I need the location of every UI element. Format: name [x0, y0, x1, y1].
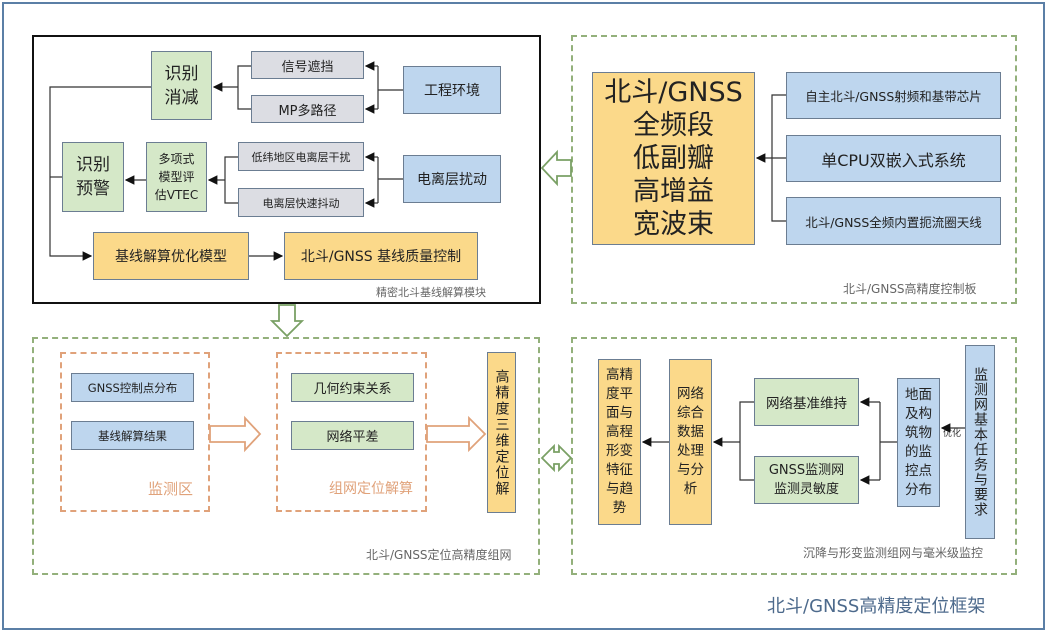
antenna-spec-line3: 低副瓣 — [633, 143, 714, 174]
arrow-monitor-to-solution-icon — [209, 415, 262, 453]
baseline-qc-label: 北斗/GNSS 基线质量控制 — [300, 249, 462, 265]
analysis-line1: 网络 — [677, 386, 704, 402]
sensitivity-line2: 监测灵敏度 — [773, 482, 839, 497]
connector-iono-trunk — [377, 157, 403, 203]
identify-warn-line1: 识别 — [76, 155, 110, 175]
result-3d-label: 高精度三维定位解 — [493, 368, 510, 497]
baseline-module-caption: 精密北斗基线解算模块 — [376, 286, 486, 299]
connector-board-trunk — [757, 94, 786, 222]
identify-reduce-box: 识别 消减 — [151, 51, 212, 120]
trend-box: 高精度平面与高程形变特征与趋势 — [598, 359, 641, 525]
result-3d-box: 高精度三维定位解 — [487, 352, 516, 513]
multipath-box: MP多路径 — [251, 95, 364, 123]
connector-merge-1 — [214, 65, 251, 110]
points-line2: 及构 — [905, 405, 932, 422]
engineering-env-box: 工程环境 — [403, 66, 501, 114]
monitor-area-group — [60, 352, 210, 512]
iono-disturb-label: 电离层扰动 — [417, 172, 487, 188]
connector-env-trunk — [377, 66, 403, 109]
connector-points-trunk — [879, 402, 897, 480]
antenna-label: 北斗/GNSS全频内置扼流圈天线 — [805, 214, 982, 230]
analysis-line2: 综合 — [677, 405, 704, 421]
low-lat-iono-box: 低纬地区电离层干扰 — [238, 142, 364, 171]
panel-network — [32, 337, 540, 575]
geometry-label: 几何约束关系 — [313, 382, 392, 397]
points-line4: 的监 — [905, 443, 932, 460]
points-line3: 筑物 — [905, 424, 932, 441]
analysis-line5: 与分 — [677, 462, 704, 478]
analysis-line3: 数据 — [677, 424, 704, 440]
poly-model-line3: 估VTEC — [154, 188, 199, 202]
poly-model-line1: 多项式 — [158, 152, 195, 166]
baseline-result-box: 基线解算结果 — [71, 421, 194, 450]
arrow-bidirectional-icon — [540, 443, 573, 473]
signal-block-label: 信号遮挡 — [281, 59, 334, 75]
chip-label: 自主北斗/GNSS射频和基带芯片 — [805, 89, 982, 104]
datum-box: 网络基准维持 — [754, 378, 859, 426]
sensitivity-box: GNSS监测网 监测灵敏度 — [754, 456, 859, 504]
network-solution-group — [276, 352, 427, 512]
points-line6: 分布 — [905, 481, 932, 498]
arrow-baseline-to-network-icon — [269, 304, 305, 338]
trend-label: 高精度平面与高程形变特征与趋势 — [606, 367, 633, 516]
geometry-box: 几何约束关系 — [291, 373, 414, 402]
monitoring-caption: 沉降与形变监测组网与毫米级监控 — [803, 546, 984, 560]
low-lat-iono-label: 低纬地区电离层干扰 — [251, 150, 351, 164]
sensitivity-line1: GNSS监测网 — [768, 463, 845, 478]
monitor-area-caption: 监测区 — [148, 480, 194, 498]
connector-merge-2 — [209, 156, 238, 204]
poly-model-box: 多项式 模型评 估VTEC — [146, 142, 207, 212]
panel-monitoring — [571, 337, 1017, 575]
adjustment-label: 网络平差 — [326, 430, 379, 445]
baseline-qc-box: 北斗/GNSS 基线质量控制 — [284, 232, 478, 280]
control-board-caption: 北斗/GNSS高精度控制板 — [843, 282, 977, 296]
analysis-line6: 析 — [683, 481, 698, 497]
cpu-label: 单CPU双嵌入式系统 — [821, 150, 966, 170]
analysis-line4: 处理 — [677, 443, 704, 459]
points-box: 地面 及构 筑物 的监 控点 分布 — [897, 378, 940, 507]
baseline-result-label: 基线解算结果 — [98, 428, 167, 443]
arrow-solution-to-result-icon — [426, 415, 487, 453]
baseline-opt-box: 基线解算优化模型 — [93, 232, 249, 280]
connector-left-trunk — [49, 86, 151, 261]
chip-box: 自主北斗/GNSS射频和基带芯片 — [786, 72, 1001, 119]
framework-title: 北斗/GNSS高精度定位框架 — [767, 596, 986, 617]
requirements-label: 监测网基本任务与要求 — [972, 367, 988, 517]
identify-reduce-line2: 消减 — [164, 87, 199, 108]
control-points-box: GNSS控制点分布 — [71, 373, 194, 402]
antenna-spec-line5: 宽波束 — [633, 209, 714, 240]
engineering-env-label: 工程环境 — [424, 83, 480, 99]
antenna-spec-box: 北斗/GNSS 全频段 低副瓣 高增益 宽波束 — [592, 72, 755, 245]
baseline-opt-label: 基线解算优化模型 — [115, 249, 227, 265]
network-solution-caption: 组网定位解算 — [329, 481, 413, 497]
antenna-spec-line2: 全频段 — [633, 110, 714, 141]
panel-control-board — [571, 35, 1017, 304]
antenna-box: 北斗/GNSS全频内置扼流圈天线 — [786, 197, 1001, 245]
panel-baseline-module — [32, 35, 541, 304]
antenna-spec-line1: 北斗/GNSS — [604, 77, 743, 108]
requirements-box: 监测网基本任务与要求 — [965, 345, 995, 539]
control-points-label: GNSS控制点分布 — [87, 380, 178, 395]
network-caption: 北斗/GNSS定位高精度组网 — [366, 548, 512, 562]
signal-block-box: 信号遮挡 — [251, 51, 364, 79]
points-line1: 地面 — [905, 386, 932, 403]
poly-model-line2: 模型评 — [158, 170, 195, 184]
points-line5: 控点 — [905, 462, 932, 479]
datum-label: 网络基准维持 — [766, 396, 847, 412]
connector-merge-mon — [714, 401, 754, 481]
identify-warn-line2: 预警 — [76, 179, 110, 199]
arrow-board-to-baseline-icon — [540, 149, 572, 187]
identify-warn-box: 识别 预警 — [62, 142, 124, 212]
multipath-label: MP多路径 — [278, 103, 337, 119]
iono-disturb-box: 电离层扰动 — [403, 155, 501, 203]
iono-scint-box: 电离层快速抖动 — [238, 188, 364, 217]
iono-scint-label: 电离层快速抖动 — [262, 196, 340, 210]
identify-reduce-line1: 识别 — [164, 63, 199, 84]
cpu-box: 单CPU双嵌入式系统 — [786, 135, 1001, 182]
optimize-label: 优化 — [943, 429, 962, 439]
antenna-spec-line4: 高增益 — [633, 176, 714, 207]
adjustment-box: 网络平差 — [291, 421, 414, 450]
